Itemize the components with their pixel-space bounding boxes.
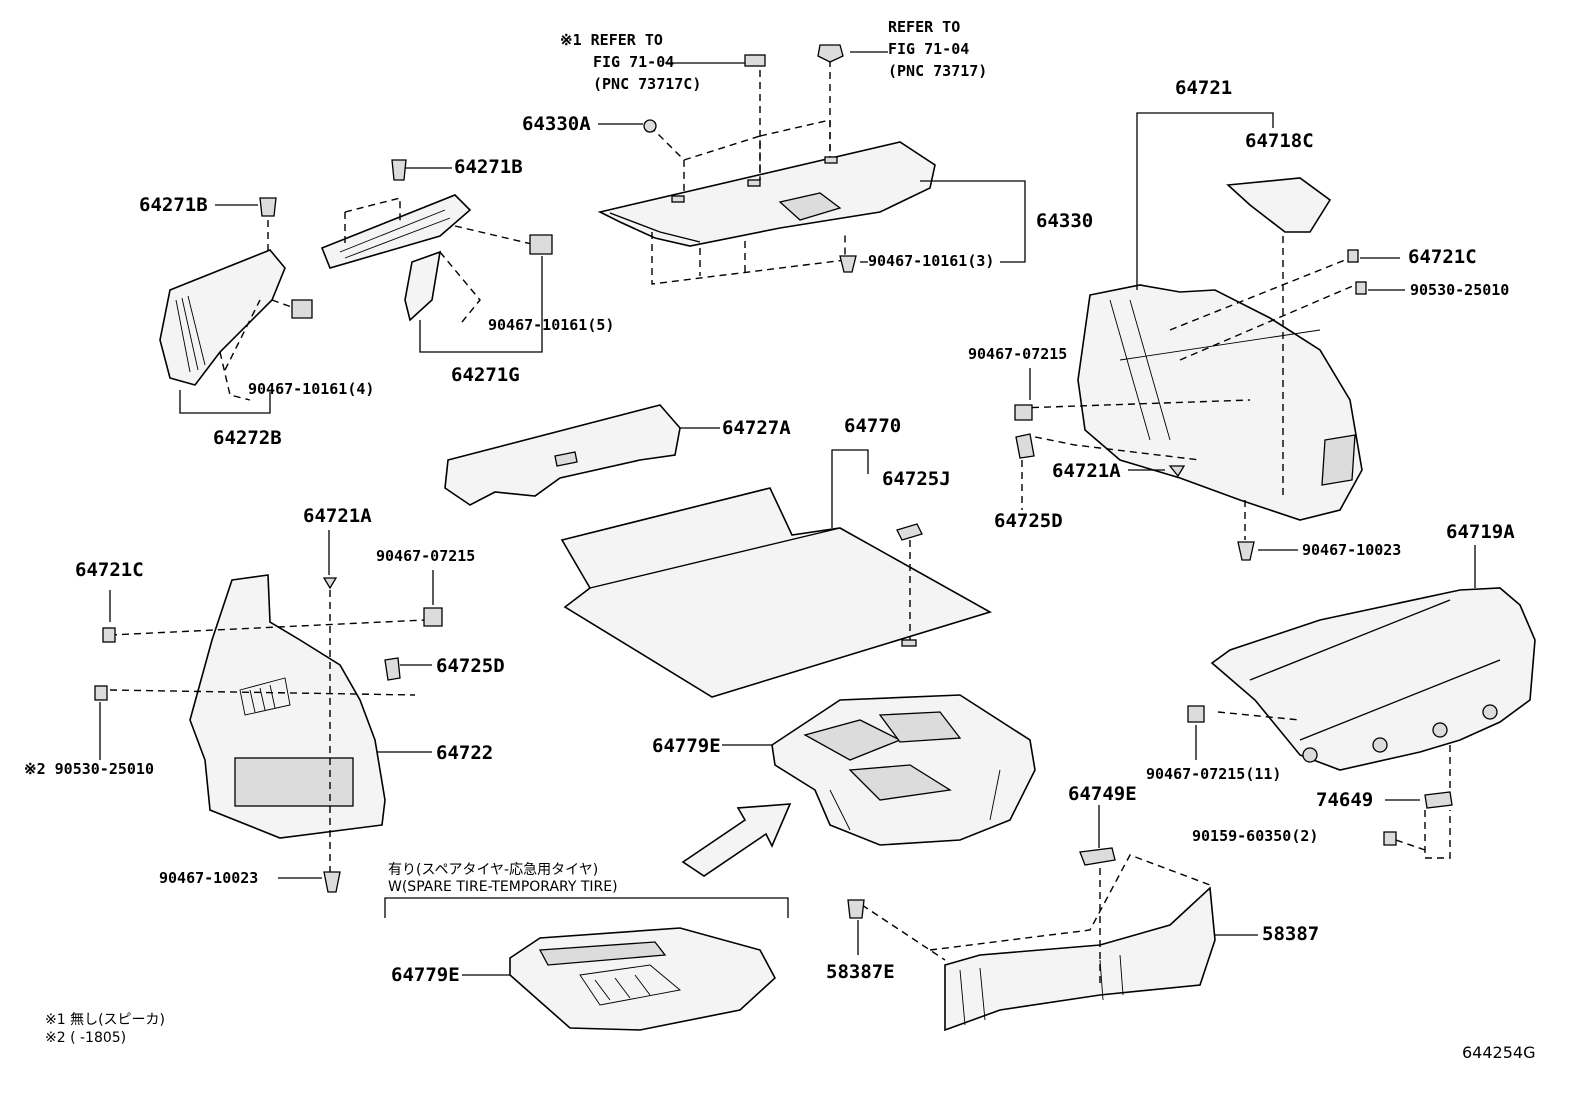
clip-90467-07215-11-icon <box>1187 705 1205 723</box>
spare-tire-condition-jp: 有り(スペアタイヤ-応急用タイヤ) <box>388 862 599 878</box>
part-label-90530-25010-right[interactable]: 90530-25010 <box>1410 281 1510 299</box>
clip-90467-10161-icon <box>839 255 857 273</box>
spare-tire-condition-en: W(SPARE TIRE-TEMPORARY TIRE) <box>388 879 618 895</box>
part-label-90530-25010-left[interactable]: ※2 90530-25010 <box>24 760 154 778</box>
clip-90467-10023-l-icon <box>323 871 341 893</box>
part-label-64272B[interactable]: 64272B <box>213 427 282 449</box>
part-label-90467-07215-right[interactable]: 90467-07215 <box>968 345 1068 363</box>
part-label-90159-60350-2[interactable]: 90159-60350(2) <box>1192 827 1319 845</box>
clip-90467-07215-r-icon <box>1014 404 1033 421</box>
trim-64271G <box>320 194 541 323</box>
speaker-grille-icon <box>817 44 844 63</box>
clip-90467-07215-l-icon <box>423 607 443 627</box>
part-label-90467-10023-left[interactable]: 90467-10023 <box>159 869 259 887</box>
part-label-64718C[interactable]: 64718C <box>1245 130 1314 152</box>
clip-90467-10023-r-icon <box>1237 541 1255 561</box>
part-label-64330[interactable]: 64330 <box>1036 210 1094 232</box>
part-label-64721C-left[interactable]: 64721C <box>75 559 144 581</box>
part-label-90467-07215-left[interactable]: 90467-07215 <box>376 547 476 565</box>
quarter-trim-64722 <box>109 574 426 875</box>
bracket-64725D-l-icon <box>384 657 401 681</box>
footnote-2: ※2 ( -1805) <box>45 1030 127 1046</box>
part-label-64779E-upper[interactable]: 64779E <box>652 735 721 757</box>
part-label-90467-07215-11[interactable]: 90467-07215(11) <box>1146 765 1282 783</box>
trim-64727A <box>444 404 681 506</box>
clip-64271B-icon <box>391 159 407 181</box>
part-label-90467-10161-5[interactable]: 90467-10161(5) <box>488 316 615 334</box>
bracket-64725D-r-icon <box>1015 433 1035 459</box>
ref-note-1-line3: (PNC 73717C) <box>593 75 702 93</box>
clip-64271B-left-icon <box>259 197 277 217</box>
clip-64749E-icon <box>1079 847 1116 866</box>
clip-90530-25010-l-icon <box>94 685 108 701</box>
cover-64718C <box>1226 177 1332 233</box>
trim-64272B <box>159 208 301 401</box>
part-label-64721[interactable]: 64721 <box>1175 77 1233 99</box>
package-tray-64330 <box>597 60 936 285</box>
part-label-74649[interactable]: 74649 <box>1316 789 1374 811</box>
part-label-64727A[interactable]: 64727A <box>722 417 791 439</box>
part-label-64330A[interactable]: 64330A <box>522 113 591 135</box>
part-label-64749E[interactable]: 64749E <box>1068 783 1137 805</box>
part-label-90467-10161-3[interactable]: 90467-10161(3) <box>868 252 995 270</box>
part-label-90467-10161-4[interactable]: 90467-10161(4) <box>248 380 375 398</box>
part-label-64721A-left[interactable]: 64721A <box>303 505 372 527</box>
screw-64721A-r-icon <box>1168 465 1186 478</box>
part-label-58387E[interactable]: 58387E <box>826 961 895 983</box>
spare-tray-64779E-lower <box>509 927 776 1031</box>
part-label-64725D-right[interactable]: 64725D <box>994 510 1063 532</box>
ref-note-1-line2: FIG 71-04 <box>593 53 675 71</box>
spare-tray-64779E-upper <box>771 694 1036 846</box>
trunk-trim-64719A <box>1210 587 1536 771</box>
ref-note-1-line1: ※1 REFER TO <box>560 31 663 49</box>
clip-64721C-r-icon <box>1347 249 1359 263</box>
clip-90530-25010-r-icon <box>1355 281 1367 295</box>
quarter-trim-64721 <box>1019 212 1363 540</box>
clip-64721C-l-icon <box>102 627 116 643</box>
part-label-64722[interactable]: 64722 <box>436 742 494 764</box>
part-label-64779E-lower[interactable]: 64779E <box>391 964 460 986</box>
screw-64721A-l-icon <box>322 577 338 590</box>
part-label-90467-10023-right[interactable]: 90467-10023 <box>1302 541 1402 559</box>
bolt-90159-60350-icon <box>1383 831 1397 846</box>
ref-note-2-line2: FIG 71-04 <box>888 40 970 58</box>
trim-58387 <box>861 854 1216 1032</box>
ref-note-2-line1: REFER TO <box>888 18 961 36</box>
part-label-58387[interactable]: 58387 <box>1262 923 1320 945</box>
footnote-1: ※1 無し(スピーカ) <box>45 1012 166 1028</box>
clip-58387E-icon <box>847 899 865 919</box>
bracket-74649-icon <box>1424 791 1453 809</box>
part-label-64271B-left[interactable]: 64271B <box>139 194 208 216</box>
part-label-64725J[interactable]: 64725J <box>882 468 951 490</box>
ref-note-2-line3: (PNC 73717) <box>888 62 988 80</box>
diagram-code: 644254G <box>1462 1043 1536 1062</box>
part-label-64721C-right[interactable]: 64721C <box>1408 246 1477 268</box>
part-label-64719A[interactable]: 64719A <box>1446 521 1515 543</box>
speaker-cover-icon <box>744 54 766 67</box>
part-label-64271G[interactable]: 64271G <box>451 364 520 386</box>
arrow-icon <box>681 803 792 877</box>
clip-90467-10161-4-icon <box>291 299 313 319</box>
part-label-64770[interactable]: 64770 <box>844 415 902 437</box>
mat-64770 <box>560 487 993 698</box>
clip-90467-10161-5-icon <box>529 234 553 255</box>
part-label-64721A-right[interactable]: 64721A <box>1052 460 1121 482</box>
clip-64330A-icon <box>643 119 657 133</box>
part-label-64271B-upper[interactable]: 64271B <box>454 156 523 178</box>
part-label-64725D-left[interactable]: 64725D <box>436 655 505 677</box>
